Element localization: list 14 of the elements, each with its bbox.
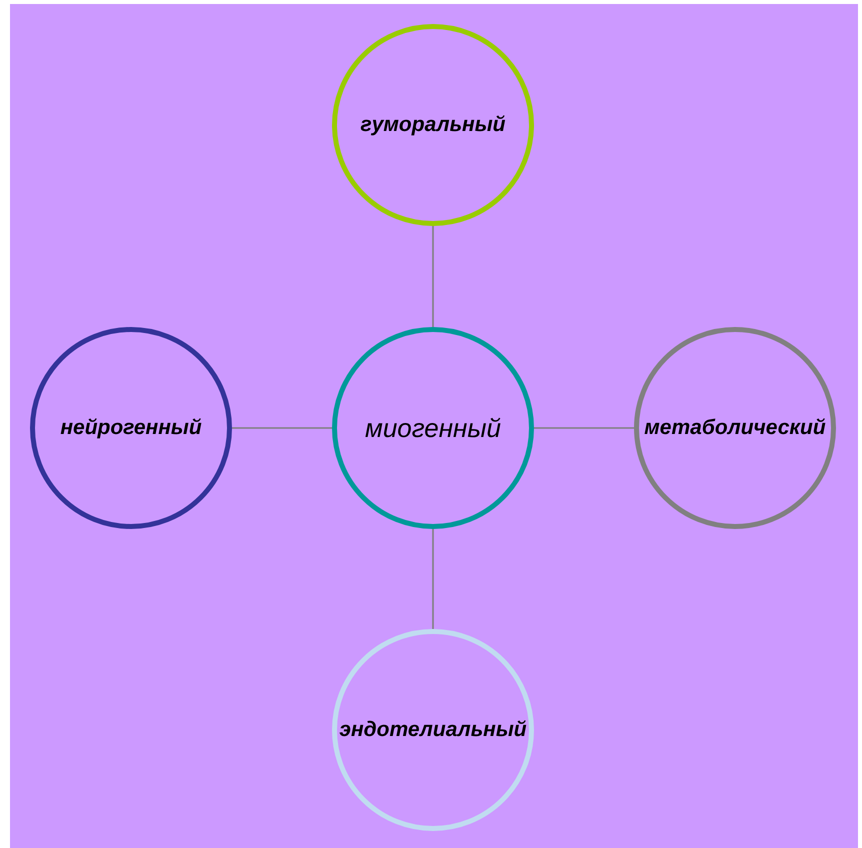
connector-line <box>432 529 434 629</box>
category-circle <box>634 327 836 529</box>
node-label: нейрогенный <box>60 416 202 440</box>
node-label: гуморальный <box>360 113 506 137</box>
connector-line <box>432 226 434 327</box>
category-circle <box>332 327 534 529</box>
connector-line <box>534 427 634 429</box>
node-label: эндотелиальный <box>339 718 527 742</box>
category-circle <box>30 327 232 529</box>
category-circle <box>332 24 534 226</box>
category-circle <box>332 629 534 831</box>
node-label: миогенный <box>365 412 501 444</box>
connector-line <box>232 427 332 429</box>
node-label: метаболический <box>644 416 826 440</box>
